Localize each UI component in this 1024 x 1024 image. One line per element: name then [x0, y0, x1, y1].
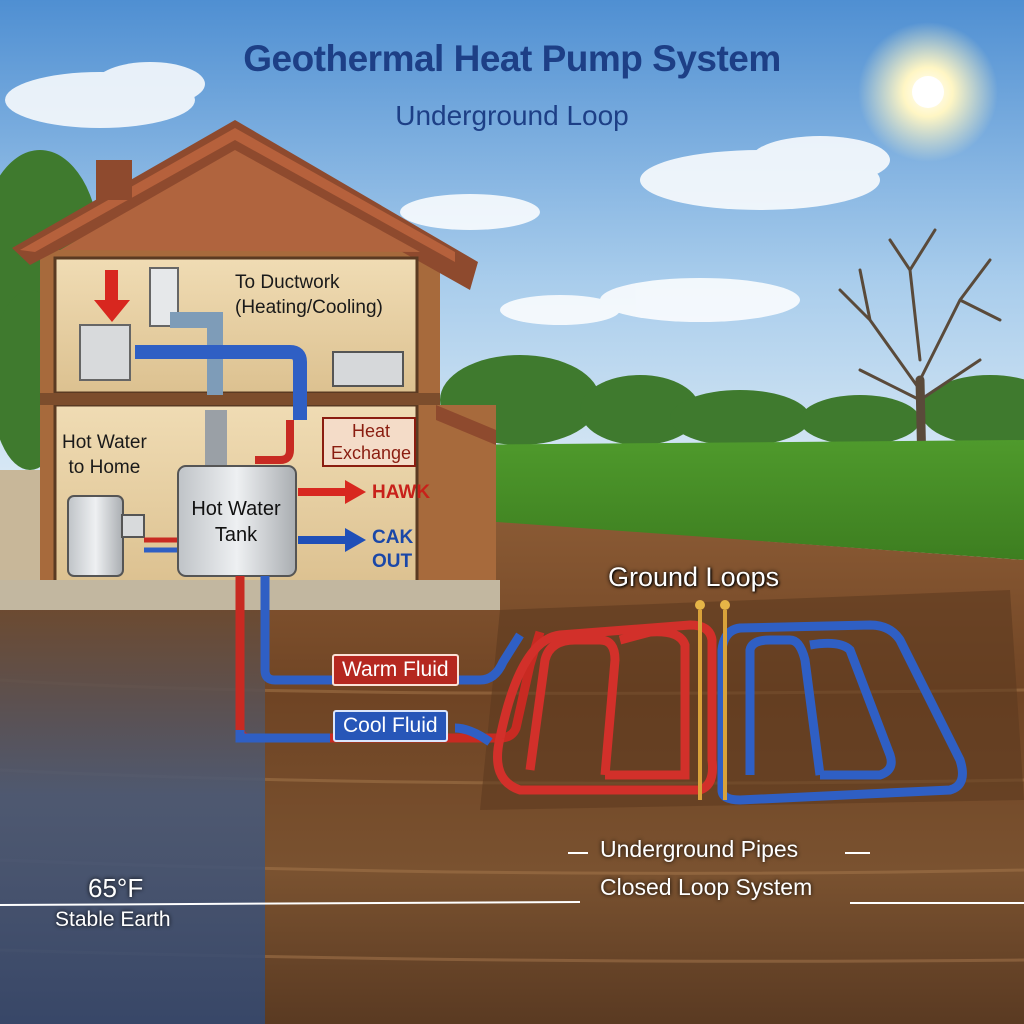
- heat-exchange-box: [322, 417, 416, 467]
- ductwork-label-line2: (Heating/Cooling): [235, 297, 383, 318]
- heat-exchange-line2: Exchange: [330, 443, 412, 463]
- page-title: Geothermal Heat Pump System: [243, 38, 781, 79]
- heat-exchange-label: Heat Exchange: [325, 420, 417, 464]
- temperature-label: 65°F: [88, 873, 144, 903]
- cool-arrow-label: CAK OUT: [372, 526, 413, 574]
- warm-arrow-label: HAWK: [372, 482, 431, 503]
- loop-header-pipes: [698, 610, 727, 800]
- hot-water-line1: Hot Water: [62, 432, 147, 453]
- cool-arrow-label-line2: OUT: [372, 551, 413, 572]
- underground-pipes-label: Underground Pipes: [600, 836, 799, 862]
- closed-loop-label: Closed Loop System: [600, 874, 813, 900]
- pipe-vent: [205, 410, 227, 465]
- duct-pipe: [170, 312, 223, 395]
- blue-duct-pipe: [135, 345, 307, 420]
- cool-fluid-label: Cool Fluid: [333, 710, 448, 742]
- tank-label-line2: Tank: [214, 524, 258, 546]
- stable-earth-label: Stable Earth: [55, 908, 171, 931]
- ground-loops-label: Ground Loops: [608, 562, 780, 592]
- ductwork-label-line1: To Ductwork: [235, 272, 340, 293]
- red-down-arrow-icon: [94, 270, 130, 322]
- blue-ground-loops: [717, 620, 967, 805]
- hot-water-to-home-label: Hot Water to Home: [62, 430, 147, 480]
- red-ground-loops: [493, 620, 717, 795]
- ductwork-label: To Ductwork (Heating/Cooling): [235, 270, 383, 320]
- tank-label-line1: Hot Water: [191, 498, 281, 520]
- cool-arrow-icon: [298, 528, 366, 552]
- hot-water-line2: to Home: [68, 457, 141, 478]
- tank-label: Hot Water Tank: [178, 496, 294, 548]
- page-subtitle: Underground Loop: [395, 100, 629, 131]
- water-heater: [67, 495, 124, 577]
- cool-arrow-label-line1: CAK: [372, 527, 414, 548]
- clouds: [5, 62, 890, 325]
- grass-field: [430, 440, 1024, 560]
- red-supply-pipe: [255, 420, 294, 464]
- air-handler: [79, 267, 404, 387]
- warm-arrow-icon: [298, 480, 366, 504]
- warm-fluid-label: Warm Fluid: [332, 654, 459, 686]
- stable-earth-zone: [0, 610, 265, 1024]
- heat-exchange-line1: Heat: [351, 421, 391, 441]
